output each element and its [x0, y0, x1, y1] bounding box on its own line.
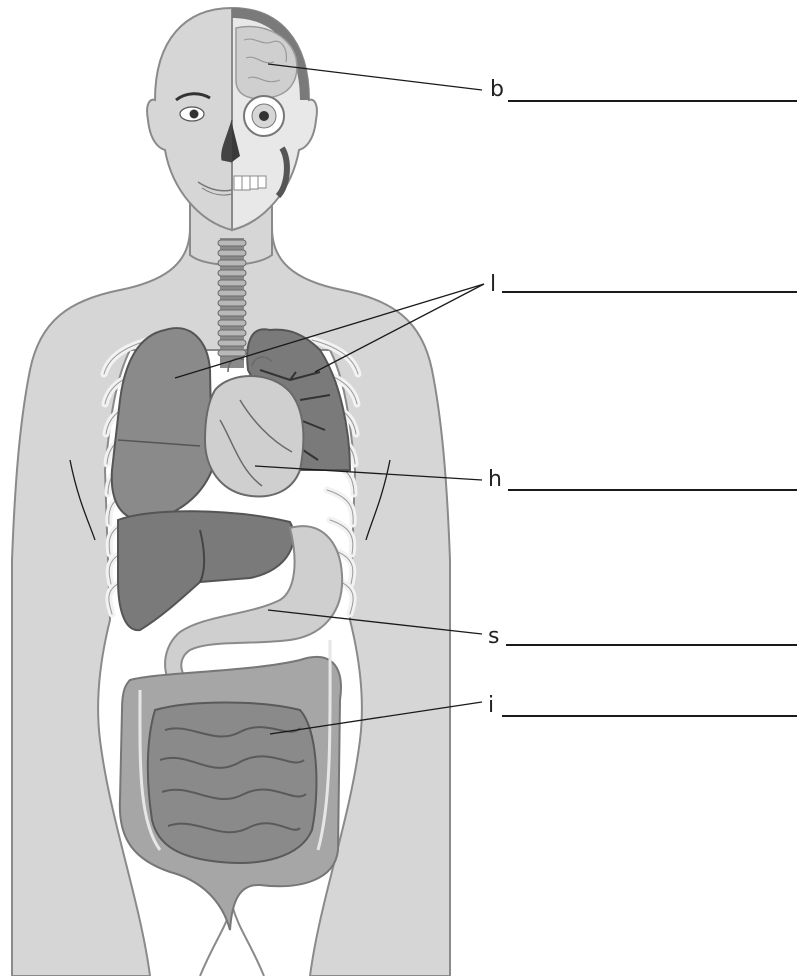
- label-intestines: i: [270, 693, 797, 734]
- trachea-ring: [218, 340, 246, 346]
- teeth: [234, 176, 266, 190]
- label-intestines-letter: i: [488, 693, 494, 718]
- small-intestine: [148, 703, 317, 863]
- trachea-ring: [218, 290, 246, 296]
- trachea-ring: [218, 270, 246, 276]
- trachea-ring: [218, 320, 246, 326]
- trachea-ring: [218, 350, 246, 356]
- trachea-ring: [218, 240, 246, 246]
- organs: [104, 328, 358, 930]
- label-brain-letter: b: [490, 77, 504, 102]
- label-lungs-letter: l: [490, 272, 496, 297]
- label-heart-letter: h: [488, 467, 502, 492]
- label-stomach-letter: s: [488, 624, 499, 649]
- trachea-ring: [218, 300, 246, 306]
- trachea-ring: [218, 310, 246, 316]
- trachea-ring: [218, 260, 246, 266]
- trachea-ring: [218, 330, 246, 336]
- trachea-ring: [218, 280, 246, 286]
- trachea-ring: [218, 250, 246, 256]
- label-brain: b: [268, 64, 797, 102]
- trachea: [218, 238, 246, 368]
